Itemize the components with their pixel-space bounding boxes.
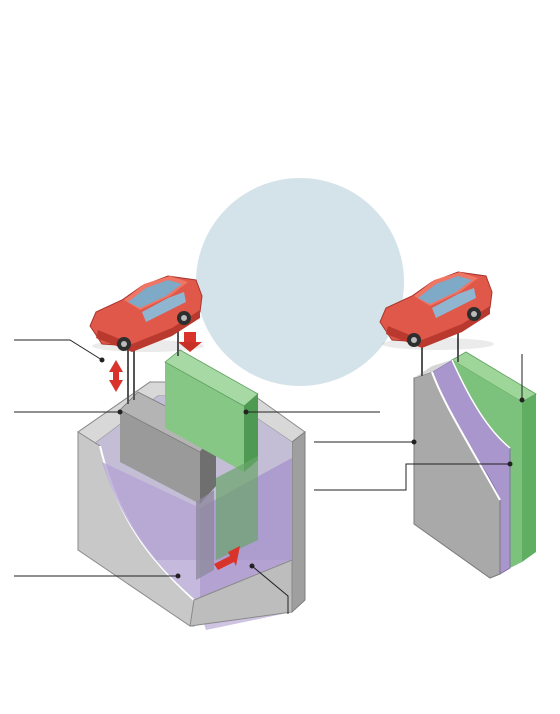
container-right-face <box>291 430 306 614</box>
leader-electrolyte-layer <box>314 463 510 491</box>
right-car <box>379 271 494 350</box>
up-down-arrow <box>109 360 123 392</box>
down-arrow <box>178 332 202 352</box>
car-side-window <box>432 288 476 318</box>
leader-lines <box>14 339 525 614</box>
left-battery <box>77 324 306 630</box>
electrolyte-layer-curve <box>451 359 511 449</box>
casing-curve <box>431 371 501 501</box>
leader-car-arrow <box>14 339 103 361</box>
anode-front <box>120 410 200 504</box>
cathode-submerged <box>216 456 258 560</box>
casing-top <box>414 360 452 378</box>
container-bottom-face <box>189 559 293 627</box>
car-window <box>128 280 182 308</box>
anode-submerged <box>196 490 214 580</box>
car-window <box>418 276 472 304</box>
leader-electrolyte <box>251 565 289 614</box>
car-side-window <box>142 292 186 322</box>
background-circle <box>196 178 404 386</box>
right-battery <box>413 326 537 579</box>
ion-flow-arrow <box>214 546 240 570</box>
green-layer-front <box>522 394 536 562</box>
cathode-front <box>165 362 244 472</box>
left-car <box>89 275 204 352</box>
